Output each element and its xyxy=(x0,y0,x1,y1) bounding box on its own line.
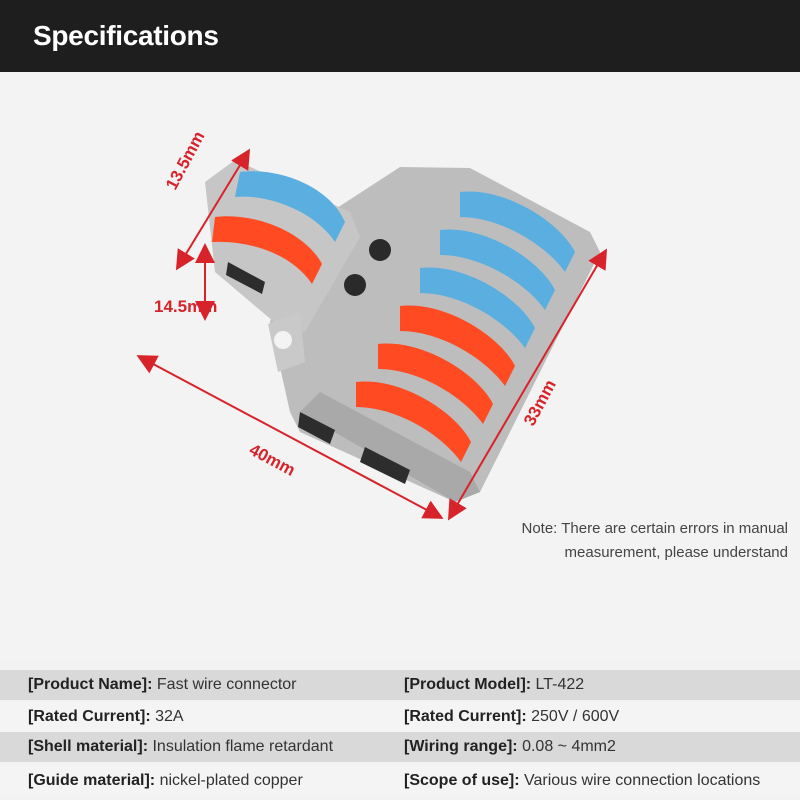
note-line-1: Note: There are certain errors in manual xyxy=(521,520,788,537)
header-bar: Specifications xyxy=(0,0,800,72)
dimension-height-b: 14.5mm xyxy=(154,297,218,316)
spec-cell-left: [Shell material]: Insulation flame retar… xyxy=(28,738,334,755)
spec-row: [Rated Current]: 32A [Rated Current]: 25… xyxy=(0,702,800,732)
spec-row: [Product Name]: Fast wire connector [Pro… xyxy=(0,670,800,700)
spec-cell-right: [Wiring range]: 0.08 ~ 4mm2 xyxy=(404,738,616,755)
product-image-area: 13.5mm 14.5mm 40mm 33mm Note: There are … xyxy=(0,72,800,662)
spec-cell-right: [Scope of use]: Various wire connection … xyxy=(404,772,761,789)
spec-row: [Guide material]: nickel-plated copper [… xyxy=(0,766,800,796)
spec-cell-left: [Guide material]: nickel-plated copper xyxy=(28,772,303,789)
measurement-note: Note: There are certain errors in manual… xyxy=(468,517,788,565)
spec-cell-left: [Rated Current]: 32A xyxy=(28,708,184,725)
spec-row: [Shell material]: Insulation flame retar… xyxy=(0,732,800,762)
spec-cell-right: [Rated Current]: 250V / 600V xyxy=(404,708,620,725)
note-line-2: measurement, please understand xyxy=(564,544,788,561)
spec-cell-left: [Product Name]: Fast wire connector xyxy=(28,676,297,693)
spec-table: [Product Name]: Fast wire connector [Pro… xyxy=(0,670,800,800)
page-title: Specifications xyxy=(33,20,219,51)
dimension-arrows xyxy=(136,148,608,521)
spec-cell-right: [Product Model]: LT-422 xyxy=(404,676,585,693)
connector-illustration xyxy=(136,148,608,521)
